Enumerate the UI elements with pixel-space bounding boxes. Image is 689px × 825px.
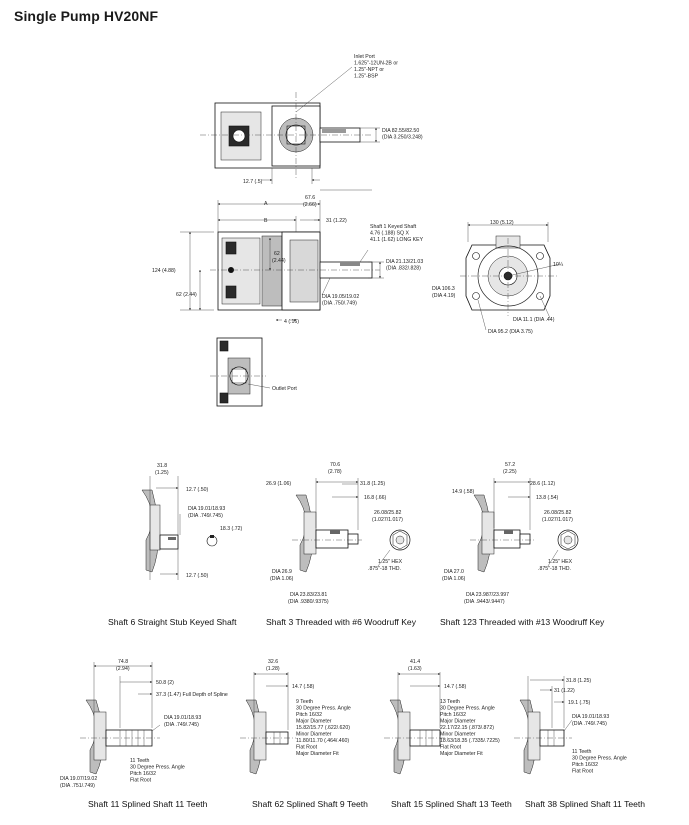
shaft-11-drawing [80, 662, 161, 775]
dia-21-label: DIA 21.13/21.03 (DIA .832/.828) [386, 259, 425, 272]
outlet-port-label: Outlet Port [272, 386, 297, 392]
top-view-drawing [200, 66, 380, 184]
outlet-view-drawing [210, 337, 271, 407]
shaft-3-drawing [292, 478, 411, 573]
dia-11-label: DIA 11.1 (DIA .44) [513, 317, 555, 323]
shaft-62-caption: Shaft 62 Splined Shaft 9 Teeth [252, 799, 368, 809]
dia-95-label: DIA 95.2 (DIA 3.75) [488, 329, 533, 335]
side-view-drawing [180, 189, 384, 321]
shaft-6-drawing [141, 476, 218, 580]
dim-62b-label: 62 (2.44) [176, 292, 197, 298]
shaft1-label: Shaft 1 Keyed Shaft 4.76 (.188) SQ X 41.… [370, 224, 424, 243]
shaft-123-caption: Shaft 123 Threaded with #13 Woodruff Key [440, 617, 605, 627]
dia-106-label: DIA 106.3 (DIA 4.19) [432, 286, 456, 299]
dim-31-label: 31 (1.22) [326, 218, 347, 224]
angle-10-label: 10¼ [553, 262, 564, 268]
shaft-3-caption: Shaft 3 Threaded with #6 Woodruff Key [266, 617, 417, 627]
shaft-15-drawing [384, 672, 448, 775]
shaft-15-dims: 41.4 (1.63) 14.7 (.58) 13 Teeth 30 Degre… [408, 659, 501, 757]
page-title: Single Pump HV20NF [14, 8, 159, 24]
shaft-123-dims: 57.2 (2.25) 28.6 (1.12) 14.9 (.58) 13.8 … [442, 462, 574, 605]
shaft-6-dims: 31.8 (1.25) 12.7 (.50) DIA 19.01/18.93 (… [155, 463, 244, 579]
shaft-62-dims: 32.6 (1.28) 14.7 (.58) 9 Teeth 30 Degree… [266, 659, 352, 757]
inlet-port-label: Inlet Port 1.625"-12UN-2B or 1.25"-NPT o… [354, 54, 399, 80]
shaft-123-drawing [470, 478, 579, 573]
shaft-11-dims: 74.8 (2.94) 50.8 (2) 37.3 (1.47) Full De… [60, 659, 229, 789]
shaft-6-caption: Shaft 6 Straight Stub Keyed Shaft [108, 617, 237, 627]
shaft-38-drawing [514, 676, 573, 775]
front-view-drawing [460, 222, 561, 331]
dia-19-label: DIA 19.05/19.02 (DIA .750/.749) [322, 294, 361, 307]
dim-130-label: 130 (5.12) [490, 220, 514, 226]
shaft-11-caption: Shaft 11 Splined Shaft 11 Teeth [88, 799, 208, 809]
dim-b-label: B [264, 218, 268, 224]
dim-67-label: 67.6 (2.66) [303, 195, 317, 208]
dim-12-7-label: 12.7 (.5) [243, 179, 263, 185]
shaft-62-drawing [240, 672, 296, 775]
shaft-38-dims: 31.8 (1.25) 31 (1.22) 19.1 (.75) DIA 19.… [554, 678, 628, 775]
dim-4-label: 4 (.16) [284, 319, 299, 325]
shaft-3-dims: 70.6 (2.78) 26.9 (1.06) 31.8 (1.25) 16.8… [266, 462, 404, 605]
shaft-15-caption: Shaft 15 Splined Shaft 13 Teeth [391, 799, 512, 809]
dim-124-label: 124 (4.88) [152, 268, 176, 274]
dia-82-label: DIA 82.55/82.50 (DIA 3.250/3.248) [382, 128, 423, 141]
shaft-38-caption: Shaft 38 Splined Shaft 11 Teeth [525, 799, 645, 809]
dim-62-label: 62 (2.44) [272, 251, 286, 264]
dim-a-label: A [264, 201, 268, 207]
